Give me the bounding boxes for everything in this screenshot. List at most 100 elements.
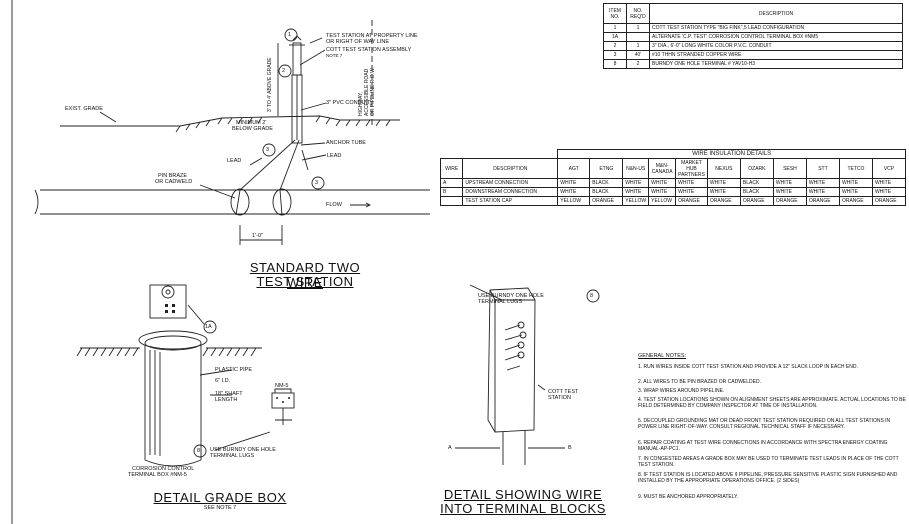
- table-cell: 2: [603, 41, 627, 51]
- table-cell: BLACK: [589, 178, 624, 188]
- wire-table-blank: [440, 149, 559, 159]
- title-terminal1: DETAIL SHOWING WIRE: [443, 487, 603, 502]
- note-item: 4. TEST STATION LOCATIONS SHOWN ON ALIGN…: [638, 397, 906, 410]
- wire-table: WIRE INSULATION DETAILS WIRE DESCRIPTION…: [439, 149, 907, 206]
- label-test-station-prop2: OR RIGHT OF WAY LINE: [326, 39, 390, 45]
- title-standard2: TEST STATION: [256, 274, 354, 289]
- label-cott-assembly: COTT TEST STATION ASSEMBLY: [326, 47, 412, 53]
- label-id: 6" I.D.: [215, 378, 231, 384]
- table-cell: 40': [626, 50, 650, 60]
- label-lead-right: LEAD: [327, 153, 342, 159]
- table-row: 1A ALTERNATE 'C.P. TEST' CORROSION CONTR…: [603, 32, 903, 42]
- table-cell: #10 THHN STRANDED COPPER WIRE: [649, 50, 903, 60]
- table-cell: 3" DIA., 6'-0" LONG WHITE COLOR P.V.C. C…: [649, 41, 903, 51]
- table-cell: WHITE: [648, 178, 677, 188]
- label-below-grade: BELOW GRADE: [232, 126, 273, 132]
- wire-table-header: WIRE DESCRIPTION AGT ETNG N&N-US M&N-CAN…: [439, 158, 907, 179]
- table-row: TEST STATION CAP YELLOW ORANGE YELLOW YE…: [439, 196, 907, 206]
- table-cell: WHITE: [557, 187, 591, 197]
- parts-table-header: ITEM NO. NO. REQ'D DESCRIPTION: [603, 3, 903, 24]
- table-cell: UPSTREAM CONNECTION: [462, 178, 559, 188]
- note-item: 5. DECOUPLED GROUNDING MAT OR DEAD FRONT…: [638, 418, 891, 431]
- callout-8: 8: [197, 448, 201, 454]
- note-item: 6. REPAIR COATING AT TEST WIRE CONNECTIO…: [638, 440, 888, 453]
- callout-8b: 8: [590, 293, 594, 299]
- label-min-below: MINIMUM 2': [236, 120, 267, 126]
- note-item: 1. RUN WIRES INSIDE COTT TEST STATION AN…: [638, 364, 858, 370]
- table-cell: WHITE: [706, 178, 741, 188]
- callout-1a: 1A: [205, 324, 212, 330]
- table-cell: WHITE: [871, 187, 907, 197]
- title-terminal2: INTO TERMINAL BLOCKS: [440, 501, 606, 516]
- label-terminal-lugs-top: TERMINAL LUGS: [478, 299, 523, 305]
- table-cell: WHITE: [838, 187, 873, 197]
- wire-header: VCP: [871, 158, 907, 179]
- note-item: 7. IN CONGESTED AREAS A GRADE BOX MAY BE…: [638, 456, 899, 469]
- callout-1: 1: [288, 32, 292, 38]
- table-cell: WHITE: [622, 187, 650, 197]
- label-flow: FLOW: [326, 202, 342, 208]
- table-cell: WHITE: [557, 178, 591, 188]
- table-cell: WHITE: [805, 178, 840, 188]
- table-cell: ORANGE: [772, 196, 807, 206]
- label-station: STATION: [548, 395, 572, 401]
- label-burndy-left: USE BURNDY ONE HOLE: [210, 447, 276, 453]
- table-cell: ORANGE: [871, 196, 907, 206]
- note-item: 8. IF TEST STATION IS LOCATED ABOVE ¢ PI…: [638, 472, 898, 485]
- callout-2: 2: [282, 68, 286, 74]
- label-cott-test: COTT TEST: [548, 389, 579, 395]
- table-cell: YELLOW: [557, 196, 591, 206]
- table-cell: WHITE: [675, 178, 708, 188]
- label-pvc-conduit: 3" PVC CONDUIT: [326, 100, 371, 106]
- table-cell: A: [439, 178, 464, 188]
- table-cell: [626, 32, 650, 42]
- title-grade-box: DETAIL GRADE BOX: [153, 490, 287, 505]
- wire-header: STT: [805, 158, 840, 179]
- wire-header: DESCRIPTION: [462, 158, 559, 179]
- table-cell: WHITE: [871, 178, 907, 188]
- label-terminal-box: TERMINAL BOX #NM-5: [128, 472, 187, 478]
- table-cell: 1A: [603, 32, 627, 42]
- wire-header: WIRE: [439, 158, 464, 179]
- table-cell: ALTERNATE 'C.P. TEST' CORROSION CONTROL …: [649, 32, 903, 42]
- table-cell: BURNDY ONE HOLE TERMINAL # YAV10-H3: [649, 59, 903, 69]
- wire-header: NEXUS: [706, 158, 741, 179]
- label-pipeline-row: OR PIPELINE R.O.W.: [370, 67, 376, 116]
- label-note7: NOTE 7: [326, 53, 343, 58]
- label-pin-braze: PIN BRAZE: [158, 173, 188, 179]
- table-cell: WHITE: [648, 187, 677, 197]
- wire-header: AGT: [557, 158, 591, 179]
- table-cell: 2: [626, 59, 650, 69]
- wire-header: M&N-CANADA: [648, 158, 677, 179]
- parts-header-req: NO. REQ'D: [626, 3, 650, 24]
- label-burndy-top: USE BURNDY ONE HOLE: [478, 293, 544, 299]
- table-cell: ORANGE: [706, 196, 741, 206]
- wire-header: MARKET HUB PARTNERS: [675, 158, 708, 179]
- table-row: 8 2 BURNDY ONE HOLE TERMINAL # YAV10-H3: [603, 59, 903, 69]
- label-anchor-tube: ANCHOR TUBE: [326, 140, 366, 146]
- table-cell: WHITE: [838, 178, 873, 188]
- label-length: LENGTH: [215, 397, 238, 403]
- table-row: 1 1 COTT TEST STATION TYPE "BIG FINK",5 …: [603, 23, 903, 33]
- notes-heading: GENERAL NOTES:: [638, 353, 687, 359]
- table-cell: TEST STATION CAP: [462, 196, 559, 206]
- table-cell: ORANGE: [739, 196, 774, 206]
- label-above-grade: 3' TO 4' ABOVE GRADE: [267, 57, 273, 112]
- table-cell: 1: [603, 23, 627, 33]
- table-cell: ORANGE: [675, 196, 708, 206]
- table-cell: 1: [626, 41, 650, 51]
- parts-header-item: ITEM NO.: [603, 3, 627, 24]
- note-item: 9. MUST BE ANCHORED APPROPRIATELY.: [638, 494, 739, 500]
- wire-header: N&N-US: [622, 158, 650, 179]
- label-corrosion-box: CORROSION CONTROL: [132, 466, 195, 472]
- table-cell: ORANGE: [589, 196, 624, 206]
- table-cell: WHITE: [772, 187, 807, 197]
- label-or-cadweld: OR CADWELD: [155, 179, 193, 185]
- table-cell: 3: [603, 50, 627, 60]
- label-nm5: NM-5: [275, 383, 289, 389]
- table-cell: WHITE: [805, 187, 840, 197]
- table-cell: 1: [626, 23, 650, 33]
- label-wire-b: B: [568, 445, 572, 451]
- callout-3b: 3: [315, 180, 319, 186]
